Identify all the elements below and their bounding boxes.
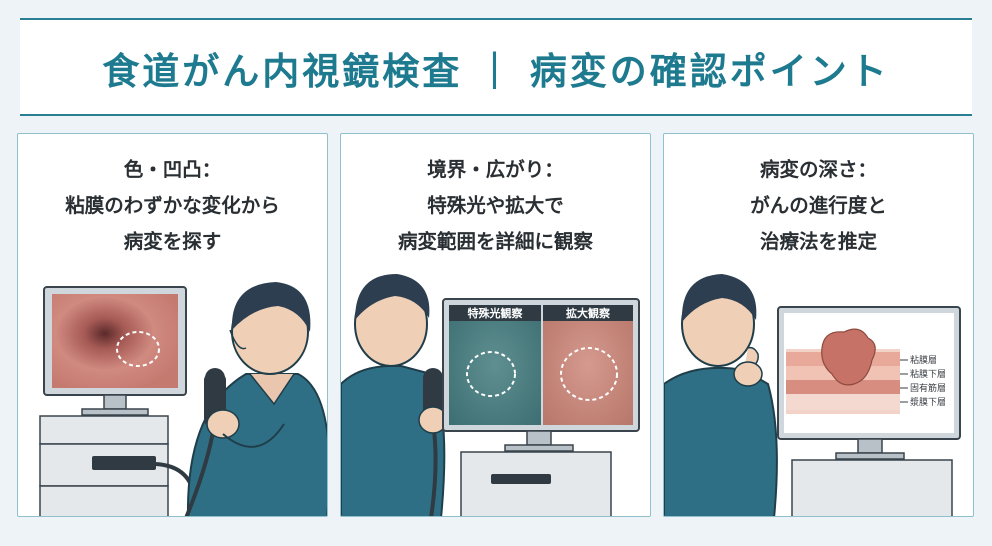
- panel-3-line-3: 治療法を推定: [759, 230, 877, 253]
- title-main: 食道がん内視鏡検査: [102, 49, 463, 93]
- panel-2-line-3: 病変範囲を詳細に観察: [397, 230, 593, 253]
- header-bottom-rule: [20, 114, 972, 116]
- panel-2-line-2: 特殊光や拡大で: [427, 194, 564, 217]
- depth-diagram-monitor: 粘膜層 粘膜下層 固有筋層 漿膜下層: [777, 306, 961, 516]
- processor-tower: [39, 415, 200, 516]
- panel-3-caption: 病変の深さ： がんの進行度と 治療法を推定: [664, 152, 973, 260]
- panel-1-caption: 色・凹凸： 粘膜のわずかな変化から 病変を探す: [18, 152, 327, 260]
- panel-1-line-2: 粘膜のわずかな変化から: [65, 194, 280, 217]
- panel-boundary-extent: 境界・広がり： 特殊光や拡大で 病変範囲を詳細に観察: [340, 133, 651, 517]
- header-top-rule: [20, 18, 972, 20]
- panel-1-heading: 色・凹凸：: [123, 158, 222, 181]
- nbi-view-label: 特殊光観察: [468, 306, 524, 320]
- magnified-view-label: 拡大観察: [566, 306, 611, 320]
- lesion-marker: [116, 331, 160, 367]
- panel-1-illustration: [39, 282, 327, 516]
- layer-label-subserosa: 漿膜下層: [910, 396, 946, 408]
- panel-1-line-3: 病変を探す: [123, 230, 222, 253]
- panel-2-heading: 境界・広がり：: [427, 158, 564, 181]
- layer-label-muscularis: 固有筋層: [910, 382, 946, 394]
- dual-view-monitor: 特殊光観察 拡大観察: [442, 298, 640, 516]
- page-title: 食道がん内視鏡検査 | 病変の確認ポイント: [20, 20, 972, 115]
- panel-3-illustration: 粘膜層 粘膜下層 固有筋層 漿膜下層: [664, 274, 961, 516]
- title-sub: 病変の確認ポイント: [529, 49, 890, 93]
- title-separator: |: [488, 46, 504, 89]
- doctor-figure: [184, 282, 327, 516]
- panel-2-illustration: 特殊光観察 拡大観察: [341, 274, 640, 516]
- layer-label-mucosa: 粘膜層: [910, 354, 937, 366]
- panel-3-heading: 病変の深さ：: [759, 158, 877, 181]
- panel-color-unevenness: 色・凹凸： 粘膜のわずかな変化から 病変を探す: [17, 133, 328, 517]
- endoscope-monitor: [43, 286, 187, 416]
- doctor-figure: [341, 274, 448, 516]
- panel-2-caption: 境界・広がり： 特殊光や拡大で 病変範囲を詳細に観察: [341, 152, 650, 260]
- doctor-figure: [664, 274, 778, 516]
- title-bar: 食道がん内視鏡検査 | 病変の確認ポイント: [20, 20, 972, 115]
- panel-depth: 病変の深さ： がんの進行度と 治療法を推定 粘膜層: [663, 133, 974, 517]
- panel-3-line-2: がんの進行度と: [750, 194, 887, 217]
- layer-label-submucosa: 粘膜下層: [910, 368, 946, 380]
